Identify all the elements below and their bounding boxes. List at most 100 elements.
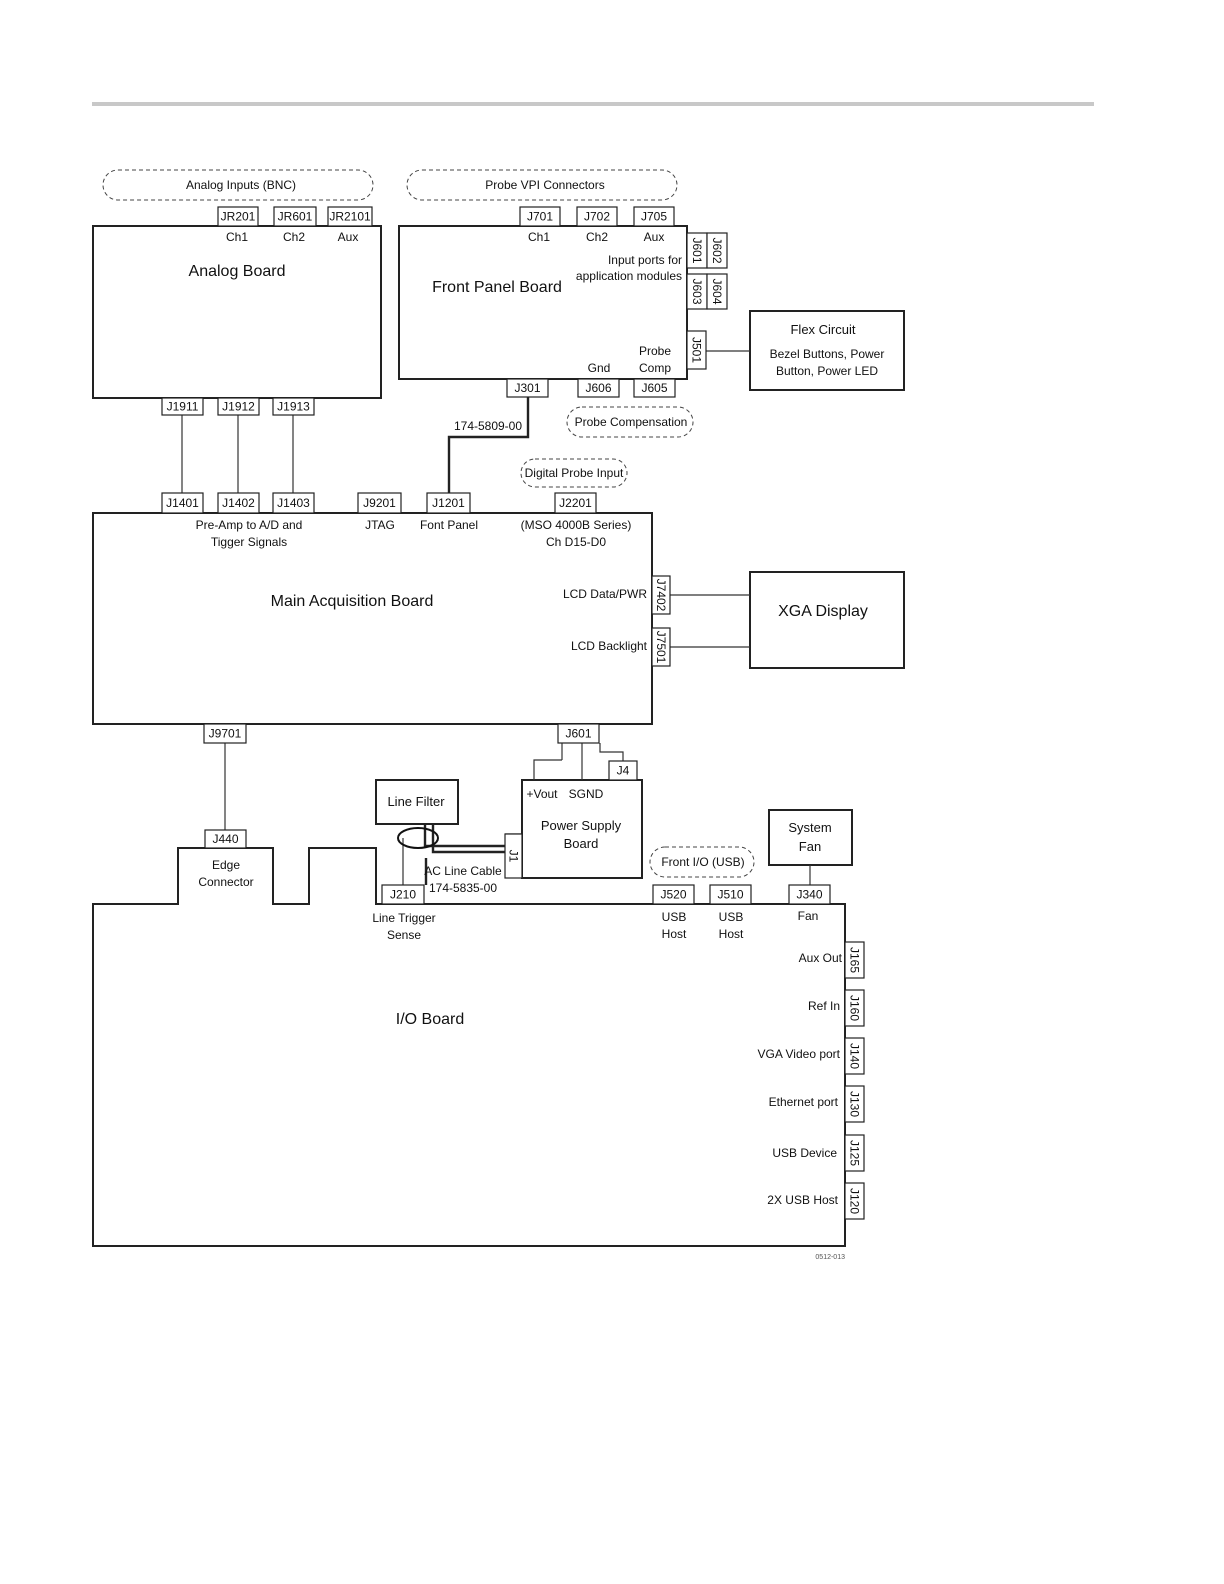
connector-j210: J210 [381, 884, 425, 905]
vout-label: +Vout [526, 787, 558, 801]
connector-j520: J520 [652, 884, 695, 905]
connector-label: J1 [507, 850, 521, 863]
system-fan-title-1: System [788, 820, 831, 835]
ferrite-loop [397, 827, 439, 849]
line-filter-box [375, 779, 459, 825]
connector-j510: J510 [709, 884, 752, 905]
cable-174-5809-label: 174-5809-00 [454, 419, 522, 433]
connector-box [706, 273, 728, 310]
connector-box [686, 330, 707, 370]
comp-label: Comp [639, 361, 671, 375]
connector-label: J603 [690, 278, 704, 304]
line-filter-title: Line Filter [387, 794, 445, 809]
connector-box [161, 397, 204, 416]
connector-j340: J340 [788, 884, 831, 905]
connector-j120: J120 [844, 1182, 865, 1220]
connector-box [652, 884, 695, 905]
connector-box [651, 627, 671, 667]
ac-cable-label-2: 174-5835-00 [429, 881, 497, 895]
connector-box [844, 1085, 865, 1123]
connector-j605: J605 [633, 378, 676, 398]
gnd-label: Gnd [588, 361, 611, 375]
main-board-title: Main Acquisition Board [271, 593, 434, 610]
header-rule [92, 102, 1094, 106]
connector-label: J301 [514, 381, 540, 395]
connector-label: J9201 [363, 496, 396, 510]
connector-box [519, 206, 561, 227]
fp-ch1-label: Ch1 [528, 230, 550, 244]
ethernet-port-label: Ethernet port [769, 1095, 839, 1109]
connector-box [272, 492, 315, 514]
connector-label: JR601 [278, 210, 313, 224]
connector-box [203, 723, 247, 744]
connector-box [217, 397, 260, 416]
connector-j606: J606 [577, 378, 620, 398]
connector-label: J9701 [209, 727, 242, 741]
ac-line-cable-2 [431, 824, 505, 854]
probe-vpi-group [406, 169, 678, 201]
connector-label: J165 [848, 947, 862, 973]
connector-box [844, 1134, 865, 1172]
ac-line-cable [423, 824, 505, 848]
lcd-backlight-label: LCD Backlight [571, 639, 648, 653]
edge-connector-label-2: Connector [198, 875, 253, 889]
connector-label: J7501 [654, 631, 668, 664]
connector-label: J601 [565, 727, 591, 741]
preamp-label-1: Pre-Amp to A/D and [196, 518, 303, 532]
ac-cable-label-1: AC Line Cable [424, 864, 502, 878]
connector-j501: J501 [686, 330, 707, 370]
connector-box [577, 378, 620, 398]
connector-box [633, 206, 675, 227]
connector-j1913: J1913 [272, 397, 315, 416]
connector-label: J1402 [222, 496, 255, 510]
connector-j125: J125 [844, 1134, 865, 1172]
system-fan-box [768, 809, 853, 866]
connector-box [217, 206, 259, 227]
connector-jr2101: JR2101 [327, 206, 373, 227]
analog-ch1-label: Ch1 [226, 230, 248, 244]
analog-aux-label: Aux [338, 230, 359, 244]
flex-circuit-title: Flex Circuit [790, 322, 855, 337]
usb-host-label-1b: Host [662, 927, 687, 941]
connector-j1401: J1401 [161, 492, 204, 514]
connector-box [844, 1182, 865, 1220]
connector-j160: J160 [844, 989, 865, 1027]
probe-compensation-label: Probe Compensation [575, 415, 688, 429]
preamp-label-2: Tigger Signals [211, 535, 287, 549]
connector-label: J1911 [167, 400, 199, 414]
connector-jr201: JR201 [217, 206, 259, 227]
fp-ch2-label: Ch2 [586, 230, 608, 244]
figure-id: 0512-013 [815, 1254, 845, 1261]
fp-aux-label: Aux [644, 230, 665, 244]
analog-board [92, 225, 382, 399]
connector-label: J2201 [559, 496, 592, 510]
connector-j4: J4 [608, 760, 638, 781]
connector-label: J604 [710, 278, 724, 304]
connector-label: J7402 [654, 579, 668, 612]
connector-j1912: J1912 [217, 397, 260, 416]
xga-display-box [749, 571, 905, 669]
connector-box [844, 989, 865, 1027]
fan-label: Fan [798, 909, 819, 923]
connector-j165: J165 [844, 941, 865, 979]
connector-box [554, 492, 597, 514]
connector-box [357, 492, 402, 514]
front-io-group [649, 846, 755, 878]
probe-vpi-label: Probe VPI Connectors [485, 178, 604, 192]
power-supply-title-1: Power Supply [541, 818, 622, 833]
connector-label: JR201 [221, 210, 256, 224]
analog-ch2-label: Ch2 [283, 230, 305, 244]
connector-j440: J440 [204, 829, 247, 849]
connector-label: J702 [584, 210, 610, 224]
system-fan-title-2: Fan [799, 839, 821, 854]
connector-box [608, 760, 638, 781]
connector-label: J210 [390, 888, 416, 902]
connector-j1: J1 [504, 833, 523, 879]
connector-label: J160 [848, 995, 862, 1021]
connector-j9201: J9201 [357, 492, 402, 514]
connector-label: J1401 [166, 496, 199, 510]
line-trigger-label-2: Sense [387, 928, 421, 942]
connector-box [204, 829, 247, 849]
flex-circuit-desc-1: Bezel Buttons, Power [770, 347, 885, 361]
